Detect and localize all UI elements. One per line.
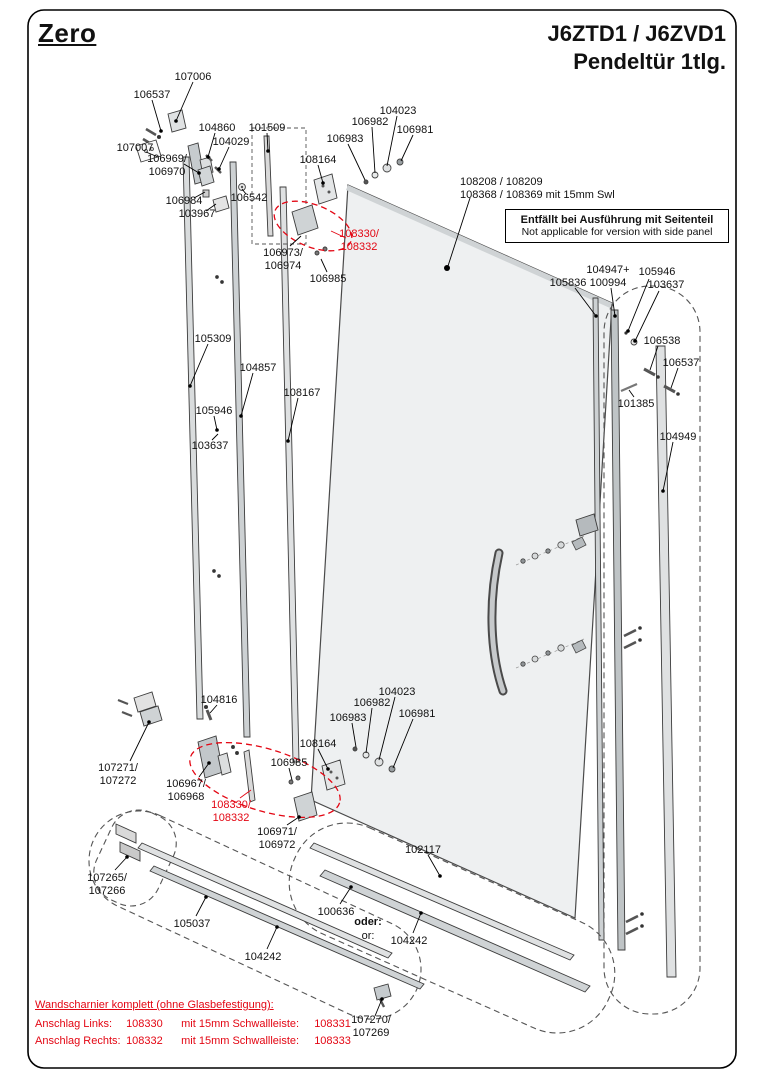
part-label-104029: 104029 <box>212 136 250 148</box>
part-label-105309: 105309 <box>194 333 232 345</box>
hinge-legend-row-left: Anschlag Links: 108330 mit 15mm Schwalll… <box>35 1016 364 1034</box>
door-handle <box>487 548 508 696</box>
wall-profile-group <box>603 285 701 1015</box>
part-label-104023-top: 104023 <box>379 105 417 117</box>
legend-left-swl-label: mit 15mm Schwallleiste: <box>181 1017 300 1030</box>
hinge-highlight-top <box>273 200 353 252</box>
part-label-106984: 106984 <box>165 195 203 207</box>
top-hinge-hardware <box>135 109 338 256</box>
part-label-108330-108332-bottom: 108330/ 108332 <box>211 799 251 824</box>
part-label-106969-106970: 106969/ 106970 <box>147 153 187 178</box>
brand-logo: Zero <box>38 18 97 48</box>
model-code: J6ZTD1 / J6ZVD1 <box>547 21 726 46</box>
note-box: Entfällt bei Ausführung mit Seitenteil N… <box>505 209 729 243</box>
legend-left-label: Anschlag Links: <box>35 1017 113 1030</box>
page-border <box>27 9 737 1069</box>
part-label-103967: 103967 <box>178 208 216 220</box>
part-label-103637-right: 103637 <box>647 279 685 291</box>
part-label-108164-bottom: 108164 <box>299 738 337 750</box>
part-label-106537-right: 106537 <box>662 357 700 369</box>
part-label-108164-top: 108164 <box>299 154 337 166</box>
part-label-104816: 104816 <box>200 694 238 706</box>
legend-left-num: 108330 <box>126 1017 163 1030</box>
part-label-104242-left: 104242 <box>244 951 282 963</box>
part-label-106538: 106538 <box>643 335 681 347</box>
part-label-106537-top: 106537 <box>133 89 171 101</box>
part-label-104023-bottom: 104023 <box>378 686 416 698</box>
alt-label-en: or: <box>361 930 375 942</box>
part-label-106981-top: 106981 <box>396 124 434 136</box>
part-label-107271-107272: 107271/ 107272 <box>98 762 138 787</box>
part-label-101385: 101385 <box>617 398 655 410</box>
note-box-de: Entfällt bei Ausführung mit Seitenteil <box>520 214 714 226</box>
part-label-106982-bottom: 106982 <box>353 697 391 709</box>
glass-panel <box>310 184 613 919</box>
legend-left-swl-num: 108331 <box>314 1017 351 1030</box>
part-label-108330-108332-top: 108330/ 108332 <box>339 228 379 253</box>
legend-right-num: 108332 <box>126 1035 163 1048</box>
part-label-105836: 105836 <box>549 277 587 289</box>
part-label-104860: 104860 <box>198 122 236 134</box>
part-label-106985-top: 106985 <box>309 273 347 285</box>
fastener-set-top <box>363 158 404 185</box>
part-label-106983-bottom: 106983 <box>329 712 367 724</box>
page-title: J6ZTD1 / J6ZVD1 Pendeltür 1tlg. <box>547 20 726 75</box>
hinge-legend-row-right: Anschlag Rechts: 108332 mit 15mm Schwall… <box>35 1033 364 1051</box>
legend-right-swl-label: mit 15mm Schwallleiste: <box>181 1035 300 1048</box>
part-label-102117: 102117 <box>405 844 441 856</box>
note-box-en: Not applicable for version with side pan… <box>521 226 713 238</box>
alt-label-de: oder: <box>354 916 382 928</box>
handle-mounting-hardware <box>515 535 587 669</box>
part-label-107265-107266: 107265/ 107266 <box>87 872 127 897</box>
right-profiles <box>575 297 626 951</box>
part-label-104857: 104857 <box>239 362 277 374</box>
part-label-101509: 101509 <box>248 122 286 134</box>
part-label-108167: 108167 <box>283 387 321 399</box>
hinge-highlight-bottom <box>189 741 341 819</box>
part-label-108208-108209: 108208 / 108209 108368 / 108369 mit 15mm… <box>460 176 615 202</box>
bottom-rails <box>88 809 616 1034</box>
part-label-104947-100994: 104947+ 100994 <box>586 264 630 289</box>
part-label-106981-bottom: 106981 <box>398 708 436 720</box>
hinge-legend-title: Wandscharnier komplett (ohne Glasbefesti… <box>35 999 274 1011</box>
model-subtitle: Pendeltür 1tlg. <box>573 48 726 74</box>
part-label-107006: 107006 <box>174 71 212 83</box>
part-label-106983-top: 106983 <box>326 133 364 145</box>
part-label-103637-left: 103637 <box>191 440 229 452</box>
legend-right-label: Anschlag Rechts: <box>35 1035 121 1048</box>
part-label-106971-106972: 106971/ 106972 <box>257 826 297 851</box>
part-label-105946-right: 105946 <box>638 266 676 278</box>
part-label-107007: 107007 <box>116 142 154 154</box>
leader-lines <box>114 81 679 1017</box>
part-label-107270-107269: 107270/ 107269 <box>351 1014 391 1039</box>
part-label-106985-bottom: 106985 <box>270 757 308 769</box>
hinge-legend: Wandscharnier komplett (ohne Glasbefesti… <box>35 997 364 1051</box>
part-label-106967-106968: 106967/ 106968 <box>166 778 206 803</box>
part-label-104949: 104949 <box>659 431 697 443</box>
part-label-106982-top: 106982 <box>351 116 389 128</box>
part-label-105037: 105037 <box>173 918 211 930</box>
part-label-105946-left: 105946 <box>195 405 233 417</box>
fastener-set-bottom <box>352 746 396 773</box>
legend-right-swl-num: 108333 <box>314 1035 351 1048</box>
part-label-100636: 100636 <box>317 906 355 918</box>
part-label-104242-right: 104242 <box>390 935 428 947</box>
left-profiles <box>182 156 300 763</box>
part-label-106973-106974: 106973/ 106974 <box>263 247 303 272</box>
part-label-106542: 106542 <box>230 192 268 204</box>
